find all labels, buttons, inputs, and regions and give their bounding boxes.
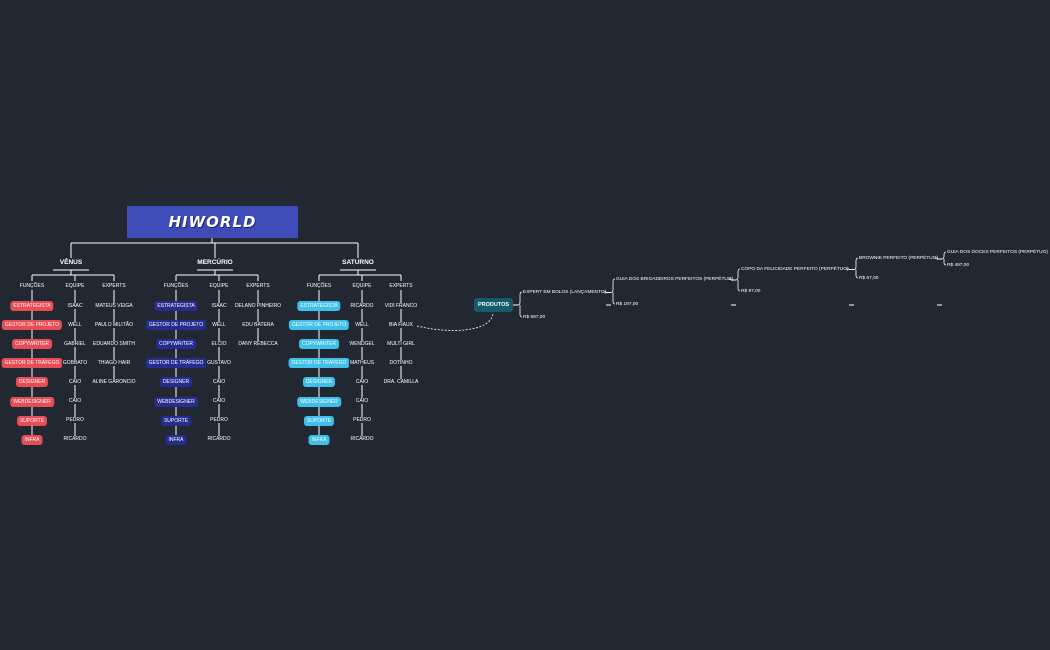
team-member[interactable]: GUSTAVO — [206, 359, 232, 366]
team-member[interactable]: CAIO — [67, 398, 83, 404]
planet-2-title[interactable]: SATURNO — [342, 259, 374, 266]
column-header-equipe: EQUIPE — [65, 283, 85, 289]
connector-line — [612, 292, 616, 305]
team-member[interactable]: WELL — [211, 321, 227, 328]
team-member[interactable]: RICARDO — [62, 436, 88, 443]
role-tag[interactable]: WEBDESIGNER — [297, 396, 341, 407]
product-name[interactable]: COPO DA FELICIDADE PERFEITO (PERPÉTUO) — [741, 266, 849, 272]
role-tag[interactable]: GESTOR DE TRÁFEGO — [145, 358, 207, 369]
planet-1-title[interactable]: MERCÚRIO — [197, 259, 233, 266]
role-tag[interactable]: INFRA — [165, 434, 187, 445]
team-member[interactable]: PEDRO — [352, 417, 372, 424]
team-member[interactable]: CAIO — [354, 378, 370, 385]
expert-name[interactable]: PAULO MILITÃO — [94, 321, 134, 328]
role-tag[interactable]: SUPORTE — [16, 415, 48, 426]
team-member[interactable]: MATHEUS — [348, 359, 376, 366]
role-tag[interactable]: ESTRATEGISTA — [297, 301, 341, 311]
product-name[interactable]: GUIA DOS DOCES PERFEITOS (PERPÉTUO) — [947, 249, 1048, 255]
team-member[interactable]: GOBBATO — [61, 359, 89, 366]
expert-name[interactable]: THIAGO HAIR — [96, 359, 132, 366]
role-tag[interactable]: DESIGNER — [302, 377, 336, 388]
expert-name[interactable]: DELANO PINHEIRO — [233, 302, 283, 309]
product-price[interactable]: R$ 197,00 — [616, 301, 639, 307]
column-header-equipe: EQUIPE — [352, 283, 372, 289]
role-tag[interactable]: COPYWRITER — [299, 339, 339, 350]
role-tag[interactable]: ESTRATEGISTA — [154, 301, 198, 311]
role-tag[interactable]: SUPORTE — [303, 415, 335, 426]
team-member[interactable]: ISAAC — [210, 302, 228, 309]
connector-line — [941, 251, 947, 260]
role-tag[interactable]: COPYWRITER — [12, 339, 52, 350]
connector-line — [737, 280, 741, 292]
role-tag[interactable]: GESTOR DE PROJETO — [288, 320, 350, 331]
role-tag[interactable]: GESTOR DE PROJETO — [1, 320, 63, 331]
role-tag[interactable]: GESTOR DE TRÁFEGO — [288, 358, 350, 369]
product-price[interactable]: R$ 67,00 — [859, 275, 879, 281]
role-tag[interactable]: ESTRATEGISTA — [10, 301, 54, 311]
product-name[interactable]: BROWNIE PERFEITO (PERPÉTUO) — [859, 255, 939, 261]
team-member[interactable]: CAIO — [67, 378, 83, 385]
team-member[interactable]: CAIO — [211, 378, 227, 385]
team-member[interactable]: WELL — [67, 321, 83, 328]
team-member[interactable]: GABRIEL — [63, 340, 87, 347]
connector-line — [855, 269, 859, 279]
role-tag[interactable]: GESTOR DE TRÁFEGO — [1, 358, 63, 369]
connector-line — [517, 291, 523, 306]
product-price[interactable]: R$ 97,00 — [741, 288, 761, 294]
role-tag[interactable]: COPYWRITER — [156, 339, 196, 350]
column-header-experts: EXPERTS — [246, 283, 270, 289]
connector-line — [610, 278, 616, 293]
expert-name[interactable]: MATEUS VEIGA — [94, 302, 134, 309]
team-member[interactable]: PEDRO — [65, 417, 85, 424]
product-price[interactable]: R$ 697,00 — [523, 314, 546, 320]
team-member[interactable]: PEDRO — [209, 417, 229, 424]
produtos-node[interactable]: PRODUTOS — [474, 298, 513, 312]
expert-name[interactable]: EDU BATERA — [241, 321, 275, 328]
connector-line — [735, 268, 741, 281]
expert-name[interactable]: EDUARDO SMITH — [92, 340, 136, 347]
column-header-equipe: EQUIPE — [209, 283, 229, 289]
column-header-experts: EXPERTS — [102, 283, 126, 289]
role-tag[interactable]: INFRA — [21, 434, 43, 445]
team-member[interactable]: RICARDO — [349, 302, 375, 309]
role-tag[interactable]: SUPORTE — [160, 415, 192, 426]
expert-name[interactable]: VIDI FRANCO — [383, 302, 419, 309]
role-tag[interactable]: DESIGNER — [15, 377, 49, 388]
planet-0-title[interactable]: VÊNUS — [59, 259, 83, 266]
team-member[interactable]: CAIO — [211, 398, 227, 404]
product-name[interactable]: EXPERT EM BOLOS (LANÇAMENTO) — [523, 289, 607, 295]
column-header-funcoes: FUNÇÕES — [306, 283, 332, 289]
role-tag[interactable]: WEBDESIGNER — [10, 396, 54, 407]
column-header-experts: EXPERTS — [389, 283, 413, 289]
expert-name[interactable]: DANY REBECCA — [237, 340, 279, 347]
column-header-funcoes: FUNÇÕES — [19, 283, 45, 289]
role-tag[interactable]: GESTOR DE PROJETO — [145, 320, 207, 331]
connector-line — [943, 259, 947, 266]
team-member[interactable]: RICARDO — [349, 436, 375, 443]
product-price[interactable]: R$ 497,00 — [947, 262, 970, 268]
team-member[interactable]: WELL — [354, 321, 370, 328]
team-member[interactable]: CAIO — [354, 398, 370, 404]
product-name[interactable]: GUIA DOS BRIGADEIROS PERFEITOS (PERPÉTUO… — [616, 276, 734, 282]
expert-name[interactable]: MULTI GIRL — [386, 340, 416, 347]
connector-line — [519, 305, 523, 318]
team-member[interactable]: RICARDO — [206, 436, 232, 443]
role-tag[interactable]: INFRA — [308, 434, 330, 445]
team-member[interactable]: ISAAC — [66, 302, 84, 309]
column-header-funcoes: FUNÇÕES — [163, 283, 189, 289]
role-tag[interactable]: WEBDESIGNER — [154, 396, 198, 407]
expert-name[interactable]: DOTINHO — [388, 359, 414, 366]
expert-name[interactable]: ALINE GARONCIO — [91, 378, 137, 385]
expert-name[interactable]: DRA. CAMILLA — [382, 378, 420, 385]
connector-line — [416, 313, 494, 331]
team-member[interactable]: ELCIO — [210, 340, 228, 347]
connector-line — [853, 257, 859, 270]
team-member[interactable]: WENDGEL — [348, 340, 376, 347]
root-node[interactable]: HIWORLD — [127, 206, 298, 238]
expert-name[interactable]: BIA FIAUX — [388, 321, 414, 328]
role-tag[interactable]: DESIGNER — [159, 377, 193, 388]
